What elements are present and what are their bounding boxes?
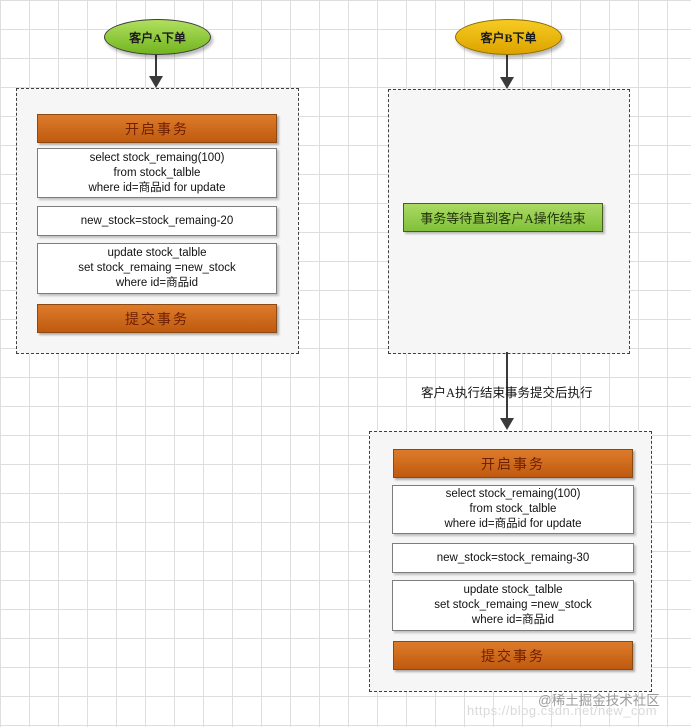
txn-a-begin-label: 开启事务 (125, 122, 189, 138)
arrow-head-client-b (500, 77, 514, 89)
txn-a-select-line1: select stock_remaing(100) (89, 151, 225, 164)
txn-a-update-line2: set stock_remaing =new_stock (78, 262, 236, 274)
txn-a-update-box: update stock_talble set stock_remaing =n… (37, 243, 277, 294)
client-a-order-node: 客户A下单 (104, 19, 211, 55)
client-b-order-node: 客户B下单 (455, 19, 562, 55)
txn-b-select-line3: where id=商品id for update (444, 518, 582, 530)
arrow-line-wait-to-txn-b (506, 352, 508, 418)
txn-b-calc-line: new_stock=stock_remaing-30 (436, 551, 590, 564)
transaction-b-container: 开启事务 select stock_remaing(100) from stoc… (369, 431, 652, 692)
txn-a-select-line2: from stock_talble (113, 166, 201, 179)
txn-b-select-box: select stock_remaing(100) from stock_tal… (392, 485, 634, 534)
txn-a-select-box: select stock_remaing(100) from stock_tal… (37, 148, 277, 198)
txn-b-begin-bar: 开启事务 (393, 449, 633, 478)
transaction-b-wait-container: 事务等待直到客户A操作结束 (388, 89, 630, 354)
txn-b-select-line1: select stock_remaing(100) (445, 488, 581, 500)
txn-b-update-box: update stock_talble set stock_remaing =n… (392, 580, 634, 631)
arrow-line-client-a (155, 53, 157, 77)
txn-b-update-line2: set stock_remaing =new_stock (434, 599, 592, 611)
arrow-head-wait-to-txn-b (500, 418, 514, 430)
txn-b-update-line1: update stock_talble (463, 584, 563, 596)
txn-a-commit-bar: 提交事务 (37, 304, 277, 333)
watermark-community: @稀土掘金技术社区 (538, 693, 660, 708)
txn-a-commit-label: 提交事务 (125, 312, 189, 328)
txn-b-wait-label: 事务等待直到客户A操作结束 (420, 211, 586, 226)
transaction-a-container: 开启事务 select stock_remaing(100) from stoc… (16, 88, 299, 354)
txn-b-select-line2: from stock_talble (469, 503, 557, 515)
txn-b-commit-bar: 提交事务 (393, 641, 633, 670)
txn-b-wait-box: 事务等待直到客户A操作结束 (403, 203, 603, 232)
txn-b-commit-label: 提交事务 (481, 649, 545, 665)
txn-a-calc-line: new_stock=stock_remaing-20 (80, 214, 234, 227)
arrow-head-client-a (149, 76, 163, 88)
txn-a-update-line3: where id=商品id (115, 277, 199, 289)
txn-b-calc-box: new_stock=stock_remaing-30 (392, 543, 634, 573)
txn-a-update-line1: update stock_talble (107, 247, 207, 259)
watermark-url: https://blog.csdn.net/new_com (467, 703, 658, 718)
txn-a-calc-box: new_stock=stock_remaing-20 (37, 206, 277, 236)
txn-a-begin-bar: 开启事务 (37, 114, 277, 143)
client-a-order-label: 客户A下单 (129, 30, 186, 45)
transition-label: 客户A执行结束事务提交后执行 (421, 386, 593, 400)
txn-b-begin-label: 开启事务 (481, 457, 545, 473)
arrow-line-client-b (506, 53, 508, 77)
client-b-order-label: 客户B下单 (480, 30, 537, 45)
txn-a-select-line3: where id=商品id for update (88, 181, 226, 194)
txn-b-update-line3: where id=商品id (471, 614, 555, 626)
